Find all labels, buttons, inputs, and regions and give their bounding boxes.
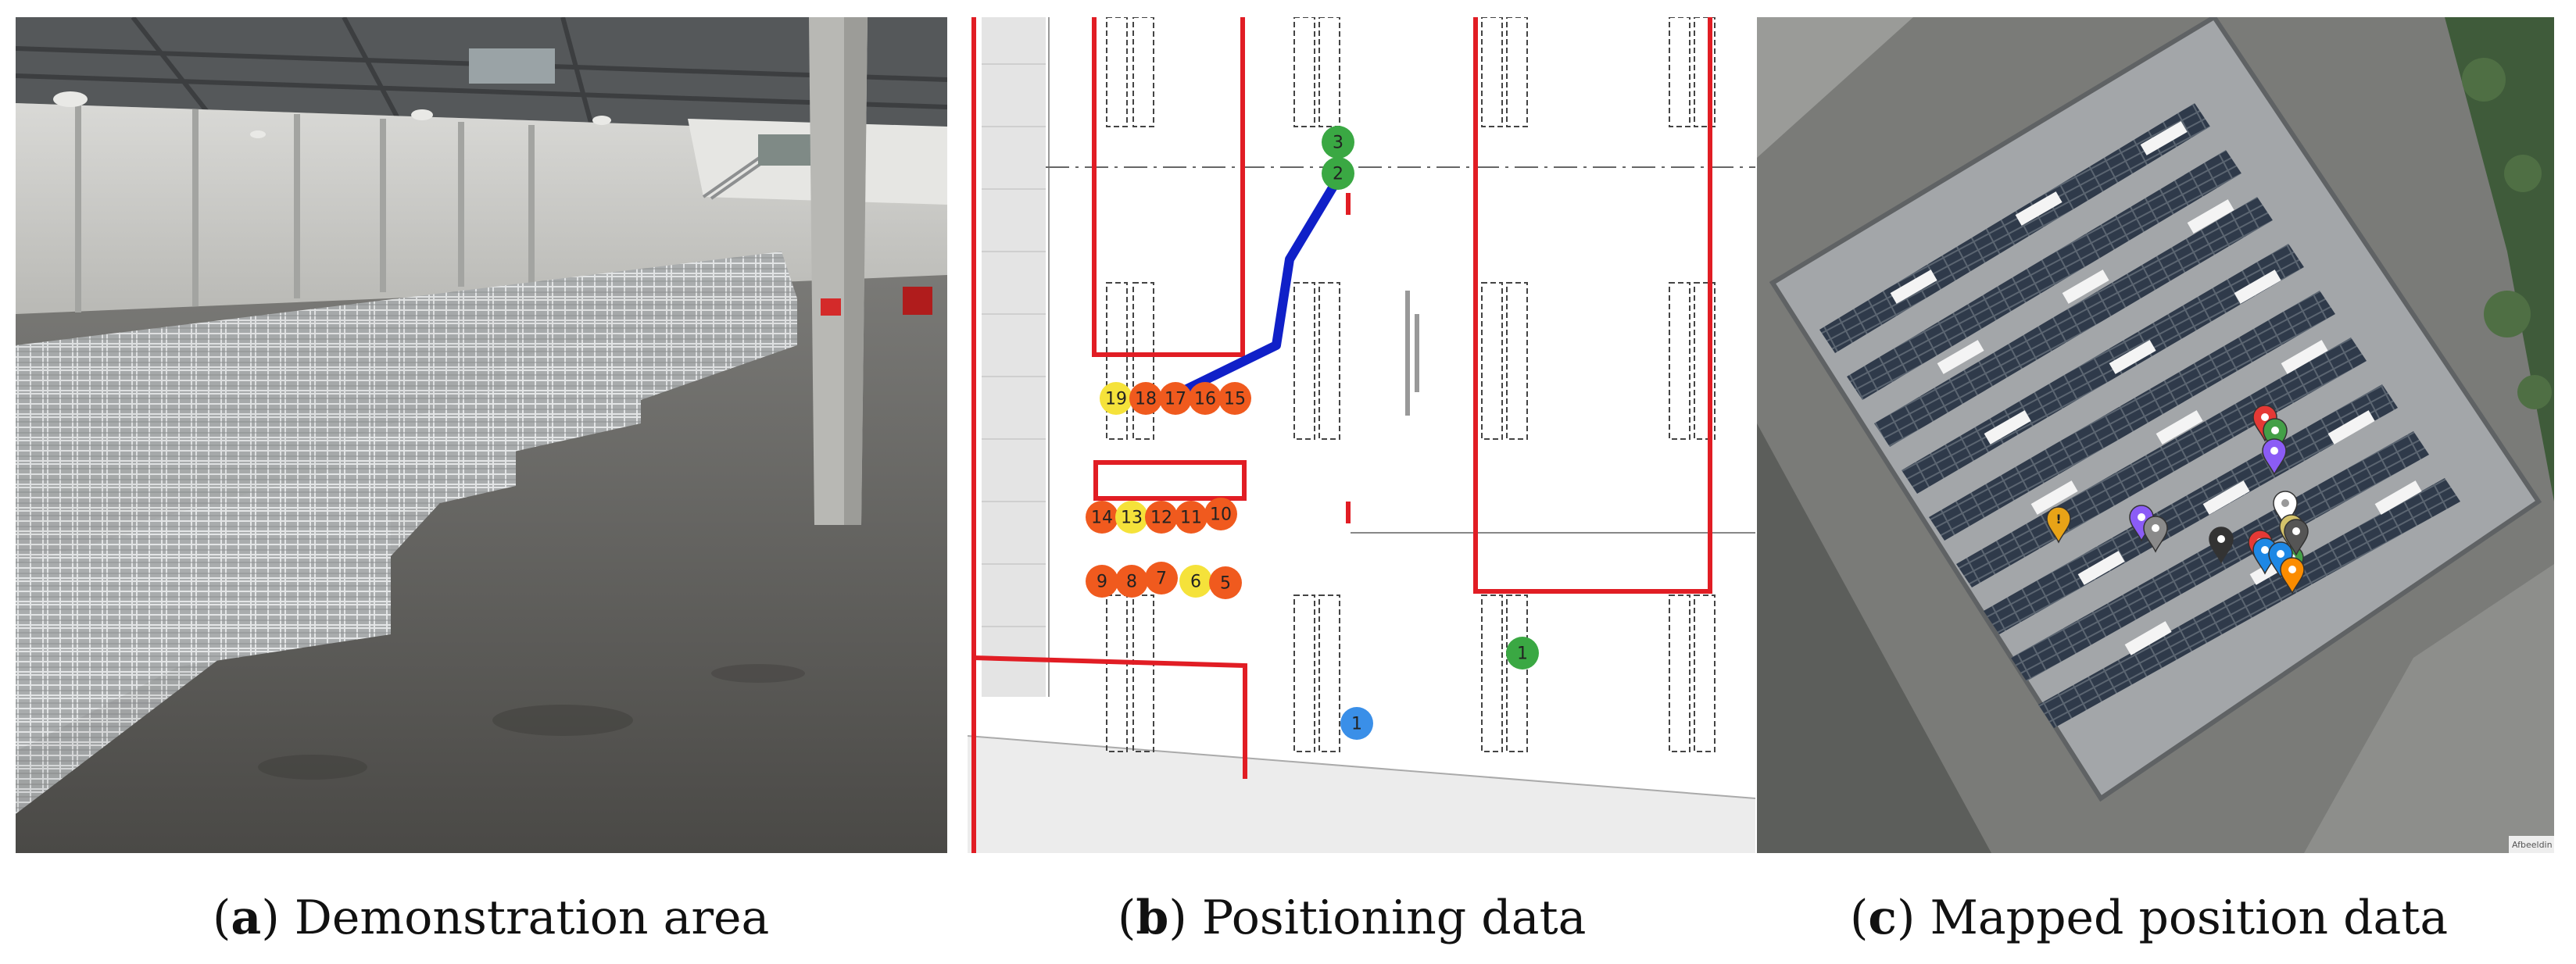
map-pin-icon	[2262, 438, 2287, 476]
position-marker-label: 17	[1165, 390, 1186, 409]
position-marker-blue	[1340, 707, 1373, 740]
position-marker-orange	[1218, 382, 1251, 415]
demonstration-area-photo	[16, 17, 947, 853]
map-attribution: Afbeeldin	[2512, 840, 2553, 850]
position-marker-label: 5	[1220, 574, 1231, 594]
caption-c: (c) Mapped position data	[1850, 891, 2449, 945]
map-pin-icon	[2273, 491, 2298, 528]
position-marker-label: 19	[1105, 390, 1127, 409]
position-marker-label: 8	[1126, 573, 1137, 592]
position-marker-label: 16	[1194, 390, 1216, 409]
map-pin-icon	[2143, 516, 2168, 553]
position-marker-label: 1	[1351, 715, 1362, 734]
map-pins: !	[2046, 405, 2309, 594]
position-marker-label: 12	[1150, 509, 1172, 528]
position-marker-label: 10	[1210, 505, 1232, 525]
position-marker-orange	[1145, 501, 1178, 534]
position-marker-label: 1	[1517, 644, 1528, 664]
map-pin-icon	[2209, 527, 2234, 564]
position-marker-orange	[1129, 382, 1162, 415]
position-marker-label: 2	[1333, 165, 1343, 184]
position-marker-orange	[1209, 566, 1242, 599]
position-marker-orange	[1159, 382, 1192, 415]
mapped-position-aerial: ! Afbeeldin	[1757, 17, 2554, 853]
caption-a: (a) Demonstration area	[213, 891, 770, 945]
position-marker-yellow	[1100, 382, 1132, 415]
position-marker-orange	[1204, 498, 1237, 530]
position-marker-orange	[1189, 382, 1222, 415]
position-marker-orange	[1175, 501, 1208, 534]
position-marker-green	[1322, 157, 1354, 190]
position-marker-label: 6	[1190, 573, 1201, 592]
map-pin-icon	[2263, 418, 2288, 455]
warehouse-photo-illustration	[16, 17, 947, 853]
caption-b: (b) Positioning data	[1118, 891, 1587, 945]
position-marker-yellow	[1179, 565, 1212, 598]
map-pin-icon	[2280, 557, 2305, 594]
position-marker-orange	[1086, 501, 1118, 534]
position-marker-label: 14	[1091, 509, 1113, 528]
position-marker-label: 7	[1156, 569, 1167, 589]
position-marker-label: 9	[1097, 573, 1107, 592]
position-marker-label: 11	[1180, 509, 1202, 528]
position-marker-orange	[1115, 565, 1148, 598]
map-pin-icon: !	[2046, 506, 2071, 544]
position-marker-yellow	[1115, 501, 1148, 534]
position-marker-green	[1322, 126, 1354, 159]
position-marker-label: 15	[1224, 390, 1246, 409]
position-marker-label: 3	[1333, 134, 1343, 153]
map-pin-icon	[2284, 519, 2309, 556]
position-marker-orange	[1086, 565, 1118, 598]
position-marker-label: 13	[1121, 509, 1143, 528]
svg-text:!: !	[2055, 512, 2061, 527]
aerial-map-illustration: ! Afbeeldin	[1757, 17, 2554, 853]
position-marker-orange	[1145, 562, 1178, 594]
position-marker-green	[1506, 637, 1539, 669]
position-marker-label: 18	[1135, 390, 1157, 409]
